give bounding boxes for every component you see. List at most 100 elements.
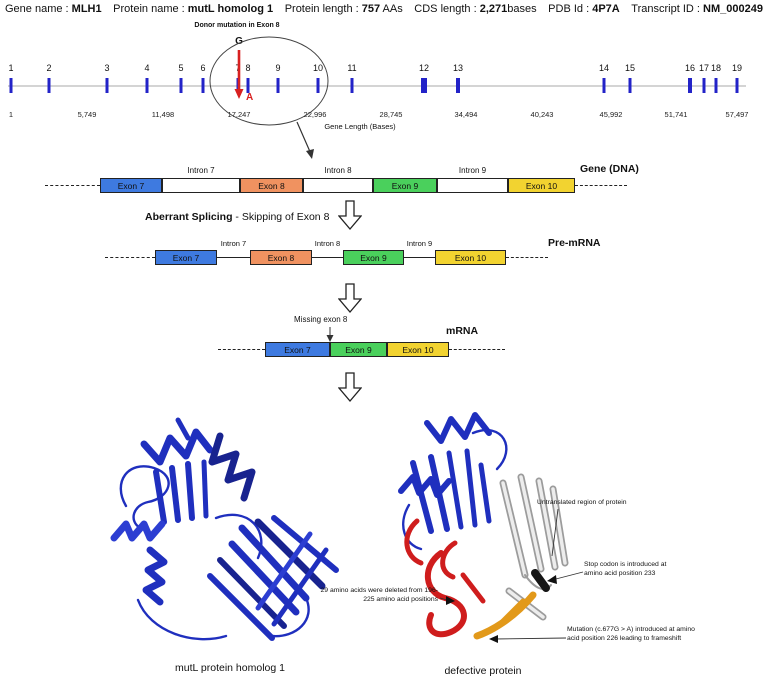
- normal-protein-caption: mutL protein homolog 1: [175, 662, 285, 674]
- aberrant-splicing-title: Aberrant Splicing: [145, 211, 233, 223]
- normal-protein-structure: [110, 417, 339, 641]
- down-block-arrow-icon: [338, 283, 362, 313]
- intron-label: Intron 8: [324, 166, 352, 175]
- exon-number-2: 2: [46, 63, 52, 73]
- intron-box: [303, 178, 373, 193]
- exon-box: Exon 10: [387, 342, 449, 357]
- dashed-connector: [506, 257, 548, 258]
- aberrant-splicing-subtitle: - Skipping of Exon 8: [232, 211, 330, 223]
- exon-number-15: 15: [624, 63, 636, 73]
- exon-number-4: 4: [144, 63, 150, 73]
- intron-label: Intron 9: [406, 239, 433, 248]
- exon-number-11: 11: [347, 63, 357, 73]
- gene-axis-line: [8, 85, 746, 87]
- intron-box: [162, 178, 240, 193]
- intron-line: [217, 257, 250, 258]
- gene-dna-label: Gene (DNA): [580, 163, 639, 175]
- exon-tick-19: [735, 78, 739, 93]
- scale-tick-label: 34,494: [454, 110, 478, 119]
- defective-protein-structure: [398, 412, 569, 640]
- annotation-stop-codon: Stop codon is introduced at amino acid p…: [584, 561, 667, 577]
- exon-number-8: 8: [245, 63, 251, 73]
- exon-tick-6: [201, 78, 205, 93]
- exon-box: Exon 7: [100, 178, 162, 193]
- aberrant-splicing-label: Aberrant Splicing - Skipping of Exon 8: [145, 211, 329, 223]
- intron-label: Intron 9: [458, 166, 487, 175]
- scale-tick-label: 11,498: [151, 110, 175, 119]
- header-item-1: Protein name : mutL homolog 1: [113, 3, 274, 15]
- exon-tick-11: [350, 78, 354, 93]
- exon-tick-12: [421, 78, 427, 93]
- exon-tick-17: [702, 78, 706, 93]
- scale-tick-label: 57,497: [725, 110, 749, 119]
- exon-box: Exon 10: [508, 178, 575, 193]
- scale-tick-label: 45,992: [599, 110, 623, 119]
- header-item-2: Protein length : 757 AAs: [284, 3, 403, 15]
- missing-exon-label: Missing exon 8: [294, 315, 348, 324]
- intron-line: [404, 257, 435, 258]
- dashed-connector: [218, 349, 265, 350]
- intron-label: Intron 7: [220, 239, 247, 248]
- exon-tick-15: [628, 78, 632, 93]
- exon-number-19: 19: [731, 63, 743, 73]
- exon-tick-16: [688, 78, 692, 93]
- exon-number-1: 1: [8, 63, 14, 73]
- exon-tick-5: [179, 78, 183, 93]
- exon-tick-14: [602, 78, 606, 93]
- exon-box: Exon 10: [435, 250, 506, 265]
- circle-pointer-arrowhead-icon: [306, 149, 314, 159]
- annotation-deleted-aa: 29 amino acids were deleted from 196-225…: [320, 587, 439, 603]
- dashed-connector: [105, 257, 155, 258]
- mrna-label: mRNA: [446, 325, 479, 337]
- mutation-base-from: G: [235, 36, 243, 47]
- dashed-connector: [575, 185, 627, 186]
- exon-tick-18: [714, 78, 718, 93]
- exon-number-14: 14: [598, 63, 610, 73]
- intron-line: [312, 257, 343, 258]
- exon-number-3: 3: [104, 63, 110, 73]
- scale-tick-label: 40,243: [530, 110, 554, 119]
- mutation-base-to: A: [246, 92, 254, 103]
- exon-box: Exon 7: [155, 250, 217, 265]
- scale-tick-label: 22,996: [303, 110, 327, 119]
- exon-tick-3: [105, 78, 109, 93]
- defective-protein-caption: defective protein: [444, 665, 522, 677]
- missing-exon-arrowhead-icon: [326, 335, 334, 342]
- exon-tick-10: [316, 78, 320, 93]
- exon-box: Exon 8: [250, 250, 312, 265]
- down-block-arrow-icon: [338, 372, 362, 402]
- scale-caption: Gene Length (Bases): [324, 122, 396, 131]
- exon-number-5: 5: [178, 63, 184, 73]
- exon-tick-8: [246, 78, 250, 93]
- intron-label: Intron 8: [314, 239, 341, 248]
- intron-label: Intron 7: [187, 166, 215, 175]
- exon-number-7: 7: [235, 63, 241, 73]
- exon-number-6: 6: [200, 63, 206, 73]
- exon-number-10: 10: [312, 63, 324, 73]
- exon-number-17: 17: [698, 63, 710, 73]
- mutation-title: Donor mutation in Exon 8: [194, 22, 280, 29]
- scale-tick-label: 1: [8, 110, 14, 119]
- scale-tick-label: 51,741: [664, 110, 688, 119]
- dashed-connector: [449, 349, 505, 350]
- dashed-connector: [45, 185, 100, 186]
- exon-tick-9: [276, 78, 280, 93]
- exon-box: Exon 9: [343, 250, 404, 265]
- annotation-frameshift: Mutation (c.677G > A) introduced at amin…: [567, 626, 695, 642]
- intron-box: [437, 178, 508, 193]
- pre-mrna-label: Pre-mRNA: [548, 237, 601, 249]
- exon-tick-4: [145, 78, 149, 93]
- header-item-4: PDB Id : 4P7A: [548, 3, 620, 15]
- exon-number-18: 18: [710, 63, 722, 73]
- annotation-untranslated: Untranslated region of protein: [537, 499, 627, 506]
- exon-tick-13: [456, 78, 460, 93]
- exon-tick-1: [9, 78, 13, 93]
- exon-number-12: 12: [418, 63, 430, 73]
- header-item-5: Transcript ID : NM_000249: [631, 3, 763, 15]
- exon-tick-2: [47, 78, 51, 93]
- exon-number-9: 9: [275, 63, 281, 73]
- exon-box: Exon 8: [240, 178, 303, 193]
- scale-tick-label: 28,745: [379, 110, 403, 119]
